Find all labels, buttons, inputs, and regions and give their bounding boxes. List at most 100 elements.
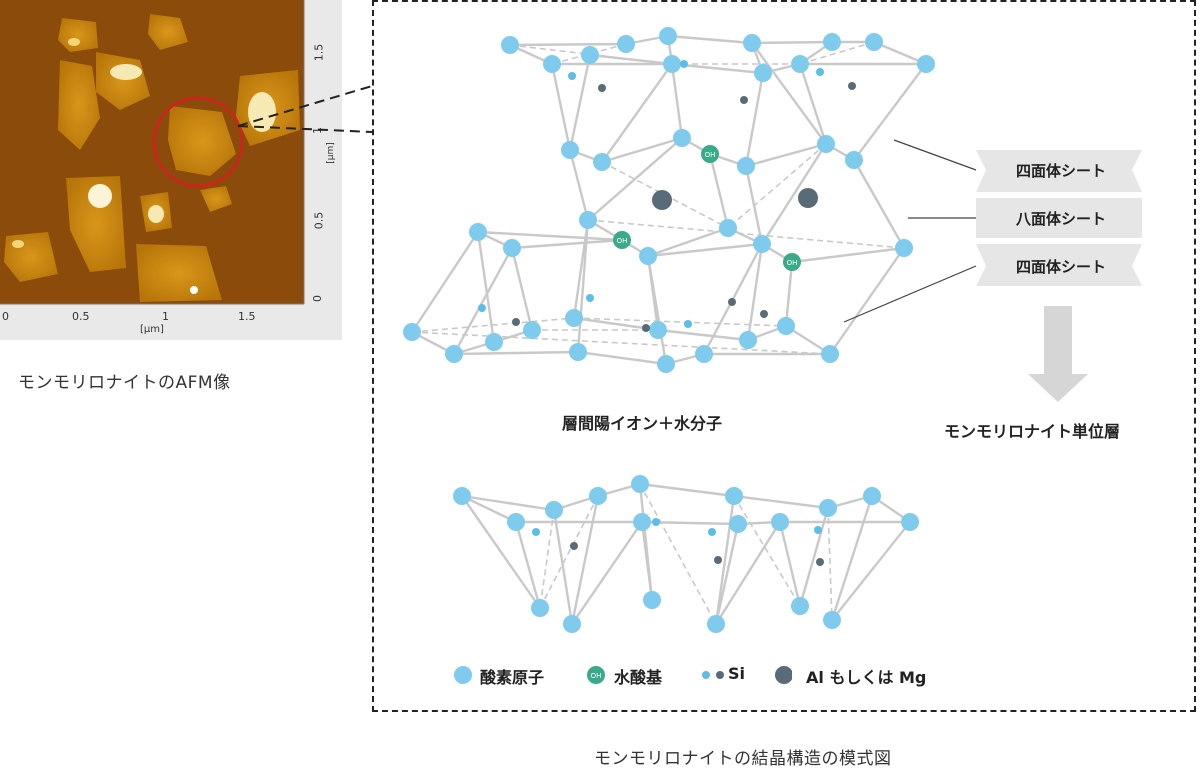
oxygen-atom — [589, 487, 607, 505]
bond-line — [791, 246, 905, 264]
bond-line — [509, 42, 627, 47]
oxygen-atom — [643, 591, 661, 609]
bond-line — [798, 507, 830, 607]
bond-dashed — [587, 219, 905, 249]
bond-dashed — [411, 331, 831, 355]
si-atom-dark — [714, 556, 722, 564]
oxygen-atom — [657, 355, 675, 373]
bond-line — [601, 63, 673, 163]
afm-x-tick: 1.5 — [238, 310, 256, 323]
bond-line — [829, 247, 905, 355]
sheet-shapes — [976, 150, 1142, 286]
si-atom — [652, 518, 660, 526]
si-small-icon — [702, 671, 710, 679]
hydroxyl-label: OH — [617, 237, 628, 245]
bond-dashed — [539, 509, 555, 609]
bond-line — [667, 34, 753, 45]
afm-y-tick: 0 — [311, 295, 324, 302]
oxygen-atom — [823, 611, 841, 629]
afm-flake — [148, 14, 188, 50]
oxygen-atom — [707, 615, 725, 633]
pointer-line — [843, 265, 977, 323]
oxygen-atom — [719, 219, 737, 237]
oxygen-atom-icon — [454, 666, 472, 684]
sheet-label-tetrahedral-bottom: 四面体シート — [1015, 258, 1106, 276]
afm-flake — [136, 244, 222, 302]
structure-frame — [372, 0, 1196, 712]
afm-highlight-circle — [152, 96, 244, 188]
si-atom-dark — [728, 298, 736, 306]
oxygen-atom — [754, 64, 772, 82]
afm-highlight — [110, 64, 142, 80]
oxygen-atom — [791, 55, 809, 73]
oxygen-atom — [617, 35, 635, 53]
bond-line — [760, 143, 828, 245]
bond-dashed — [411, 317, 575, 333]
bond-line — [830, 495, 874, 621]
bond-line — [461, 495, 541, 609]
oxygen-atom — [901, 513, 919, 531]
bond-line — [784, 261, 794, 327]
hydroxyl-label: OH — [787, 259, 798, 267]
si-atom-dark — [816, 558, 824, 566]
unit-layer-label: モンモリロナイト単位層 — [944, 422, 1121, 441]
oxygen-atom — [673, 129, 691, 147]
bond-line — [714, 521, 782, 625]
legend-hydroxyl: 水酸基 — [614, 668, 663, 687]
si-atom-dark — [512, 318, 520, 326]
afm-y-tick: 0.5 — [312, 211, 326, 230]
oxygen-atom — [865, 33, 883, 51]
interlayer-label: 層間陽イオン＋水分子 — [562, 414, 723, 433]
al-mg-atom-icon — [775, 666, 792, 684]
si-atom-dark — [598, 84, 606, 92]
si-atom-dark — [848, 82, 856, 90]
oxygen-atom — [565, 309, 583, 327]
bond-dashed — [827, 507, 833, 621]
bond-line — [571, 521, 643, 625]
oxygen-atom — [725, 487, 743, 505]
afm-x-unit: [μm] — [140, 324, 164, 335]
bond-line — [552, 509, 574, 625]
sheet-label-tetrahedral-top: 四面体シート — [1015, 162, 1106, 180]
bond-line — [461, 494, 555, 512]
afm-caption: モンモリロナイトのAFM像 — [18, 373, 231, 393]
afm-flake — [200, 186, 232, 212]
oxygen-atom — [845, 151, 863, 169]
hydroxyl-label: OH — [705, 151, 716, 159]
bond-dashed — [733, 495, 801, 607]
bond-line — [452, 247, 514, 355]
bond-dashed — [799, 41, 875, 65]
afm-x-tick: 1 — [162, 310, 169, 323]
oxygen-atom — [743, 34, 761, 52]
oxygen-atom — [581, 46, 599, 64]
si-atom — [814, 526, 822, 534]
down-arrow-icon — [1028, 306, 1088, 402]
bond-line — [733, 494, 829, 510]
hydroxyl-atom — [701, 145, 719, 163]
bond-line — [453, 350, 579, 356]
si-atom-dark — [570, 542, 578, 550]
bond-line — [647, 226, 729, 258]
bond-line — [461, 494, 517, 524]
connector-lines — [237, 85, 373, 133]
bond-line — [853, 63, 927, 161]
oxygen-atom — [917, 55, 935, 73]
bond-line — [638, 483, 654, 601]
bond-line — [745, 142, 827, 168]
bond-line — [601, 136, 683, 164]
legend-symbols: OH — [454, 666, 792, 684]
bond-line — [576, 219, 590, 353]
bond-line — [568, 54, 592, 151]
bond-dashed — [573, 317, 787, 327]
al-mg-atom — [652, 190, 672, 210]
oxygen-atom — [739, 331, 757, 349]
bond-line — [477, 230, 623, 242]
bond-line — [570, 495, 600, 625]
oxygen-atom — [821, 345, 839, 363]
oxygen-atom — [569, 343, 587, 361]
oxygen-atom — [791, 597, 809, 615]
oxygen-atom — [469, 223, 487, 241]
afm-y-axis-area — [304, 0, 342, 304]
bond-dashed — [539, 495, 599, 609]
oxygen-atom — [507, 513, 525, 531]
